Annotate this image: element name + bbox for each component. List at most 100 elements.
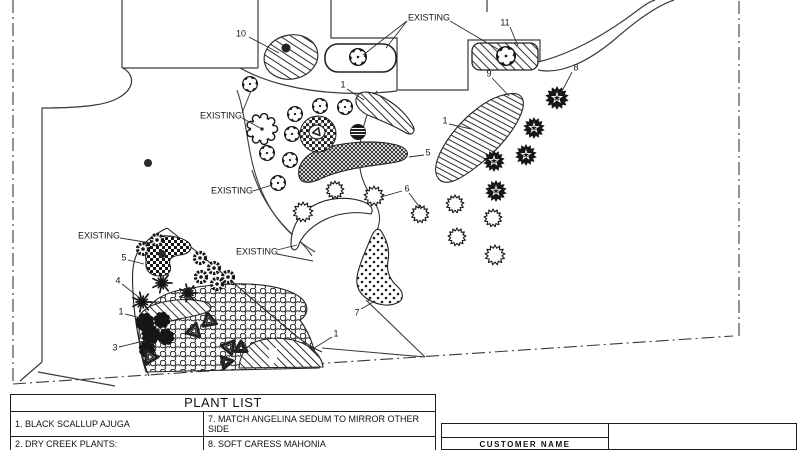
plant-symbol-triangle-marker	[201, 311, 218, 328]
building-main	[330, 0, 541, 91]
plant-symbol-ring-plant	[206, 260, 222, 276]
callout-label: EXISTING	[236, 246, 278, 256]
lawn-edge-corner	[19, 361, 116, 387]
plant-symbol-ruffled-shrub	[153, 311, 171, 329]
callout-label: 1	[442, 115, 447, 125]
plant-symbol-pebble-bed	[299, 115, 337, 153]
leader-line	[360, 300, 376, 310]
plant-symbol-existing-tree	[263, 34, 319, 80]
callout-9: 9	[486, 68, 510, 97]
callout-label: EXISTING	[211, 185, 253, 195]
callout-3: 3	[112, 340, 145, 352]
title-block-blank-row	[442, 424, 608, 438]
callout-label: 5	[121, 252, 126, 262]
callout-label: 1	[118, 306, 123, 316]
plant-symbol-ring-plant	[220, 269, 236, 285]
plant-symbol-ruffled-shrub	[157, 328, 175, 346]
callout-existing: EXISTING	[200, 90, 263, 130]
leader-line	[491, 77, 510, 97]
leader-line	[276, 244, 298, 251]
plant-symbol-flower	[282, 152, 298, 168]
plant-symbol-starburst-plant	[152, 272, 173, 294]
plant-symbol-triangle-marker	[184, 321, 202, 339]
title-block: CUSTOMER NAME	[441, 423, 797, 450]
leader-line	[252, 184, 273, 192]
plant-list-cell-left: 2. DRY CREEK PLANTS:	[11, 437, 204, 450]
hatched-sweep-top	[355, 91, 415, 135]
plant-symbol-spiky-shrub	[363, 185, 385, 207]
plant-symbol-ring-plant	[209, 276, 225, 292]
plant-list-cell-right: 7. MATCH ANGELINA SEDUM TO MIRROR OTHER …	[208, 414, 420, 434]
callout-1: 1	[442, 115, 472, 130]
plant-symbol-starburst-plant	[132, 291, 153, 313]
plant-list-cell-right: 8. SOFT CARESS MAHONIA	[208, 439, 326, 449]
callout-1: 1	[310, 328, 339, 351]
property-lines	[12, 0, 740, 385]
leader-line	[124, 313, 142, 319]
leader-line	[121, 283, 142, 300]
dry-creek-line-b	[321, 347, 426, 358]
mound-marker-bar	[269, 348, 277, 363]
callout-label: EXISTING	[408, 12, 450, 22]
plant-symbol-flower	[312, 98, 328, 114]
leader-line	[380, 190, 403, 198]
leader-line	[127, 259, 145, 265]
callout-5: 5	[121, 252, 145, 265]
callout-8: 8	[559, 62, 579, 96]
plant-list-cell-left: 1. BLACK SCALLUP AJUGA	[11, 412, 204, 436]
plant-symbol-large-scalloped-shrub	[246, 112, 279, 146]
callout-label: 4	[115, 275, 120, 285]
plant-symbol-flower	[259, 145, 275, 161]
leader-line	[385, 20, 408, 49]
plant-list-row: 2. DRY CREEK PLANTS: 8. SOFT CARESS MAHON…	[11, 437, 435, 450]
site-dot	[144, 159, 152, 167]
walkway-curve-outer	[537, 0, 656, 63]
plant-symbol-spiky-shrub	[484, 244, 506, 266]
callout-6: 6	[380, 183, 422, 210]
plant-symbol-triangle-marker	[144, 348, 160, 366]
callout-5: 5	[408, 147, 431, 158]
callout-1: 1	[118, 306, 142, 319]
callout-label: 10	[236, 28, 246, 38]
plant-symbol-spiky-shrub	[483, 208, 503, 228]
leader-line	[408, 154, 425, 158]
callout-existing: EXISTING	[211, 184, 273, 195]
plant-symbol-triangle-marker	[220, 355, 235, 371]
driveway-curb-curve	[41, 67, 133, 362]
plant-symbol-flower	[349, 48, 367, 66]
plant-symbol-triangle-marker	[219, 339, 236, 356]
leader-line	[119, 237, 152, 244]
callout-label: 8	[573, 62, 578, 72]
callout-label: 6	[404, 183, 409, 193]
leader-line	[241, 117, 263, 130]
plant-symbol-flower	[287, 106, 303, 122]
leader-line	[509, 26, 519, 47]
plant-symbol-existing-evergreen	[483, 150, 505, 172]
plant-symbol-existing-evergreen	[545, 86, 569, 110]
leader-line	[248, 36, 280, 54]
building-outlines	[19, 0, 675, 387]
leader-line	[310, 336, 333, 351]
leader-line	[346, 88, 365, 101]
plant-symbol-flower	[270, 175, 286, 191]
site-dot	[158, 250, 166, 258]
plant-symbol-flower	[496, 46, 516, 66]
building-left-wing	[121, 0, 259, 69]
callout-11: 11	[500, 17, 519, 47]
callout-1: 1	[340, 79, 365, 101]
plant-symbol-flower	[337, 99, 353, 115]
callout-existing: EXISTING	[362, 12, 502, 56]
plant-symbol-spiky-shrub	[292, 201, 314, 223]
plant-symbols	[132, 34, 569, 371]
plant-symbol-spiky-shrub	[325, 180, 345, 200]
leader-line	[449, 20, 502, 52]
plant-list-title: PLANT LIST	[11, 395, 435, 412]
plant-symbol-ring-plant	[193, 269, 209, 285]
plant-symbol-flower	[242, 76, 258, 92]
dry-creek-line-a	[365, 299, 426, 358]
plant-symbol-dark-striped-shrub	[350, 124, 366, 140]
plant-symbol-ring-plant	[192, 250, 208, 266]
